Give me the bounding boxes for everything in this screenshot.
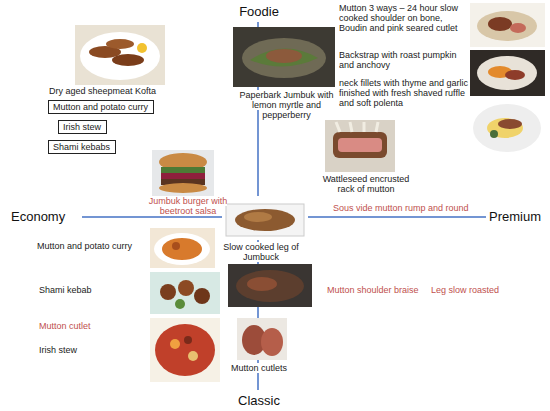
label-frame: Jumbuk burger with beetroot salsa — [140, 196, 236, 216]
dish-label: Leg slow roasted — [430, 285, 504, 295]
food-photo — [150, 228, 215, 268]
dish-label: Slow cooked leg of Jumbuck — [223, 242, 299, 262]
box-text: Irish stew — [63, 122, 101, 132]
food-photo — [470, 50, 545, 96]
food-photo — [470, 99, 545, 156]
dish-label: Shami kebab — [38, 285, 96, 295]
label-frame: Paperbark Jumbuk with lemon myrtle and p… — [228, 90, 345, 120]
food-photo — [470, 3, 545, 47]
dish-label: Dry aged sheepmeat Kofta — [48, 86, 161, 96]
dish-label: Mutton cutlet — [38, 321, 95, 331]
axis-label: Classic — [238, 393, 280, 408]
food-photo — [152, 150, 214, 196]
dish-label: Sous vide mutton rump and round — [332, 203, 473, 213]
dish-label: neck fillets with thyme and garlic finis… — [338, 78, 470, 108]
food-photo — [233, 27, 335, 87]
food-photo — [228, 264, 312, 307]
dish-label: Paperbark Jumbuk with lemon myrtle and p… — [239, 90, 333, 120]
dish-label: Mutton shoulder braise — [326, 285, 423, 295]
label-frame: Slow cooked leg of Jumbuck — [218, 242, 304, 262]
box-text: Mutton and potato curry — [53, 102, 148, 112]
label-frame: Wattleseed encrusted rack of mutton — [318, 174, 414, 194]
axis-label: Economy — [10, 209, 70, 224]
label-frame: Mutton cutlets — [222, 363, 296, 373]
food-photo — [75, 25, 165, 85]
food-photo — [237, 318, 287, 360]
box-text: Shami kebabs — [53, 142, 110, 152]
food-photo — [222, 196, 308, 240]
label-frame: Classic — [223, 393, 295, 408]
dish-label: Wattleseed encrusted rack of mutton — [323, 174, 410, 194]
boxed-label: Irish stew — [58, 120, 107, 134]
dish-label: Mutton and potato curry — [36, 241, 137, 251]
dish-label: Backstrap with roast pumpkin and anchovy — [338, 50, 470, 70]
food-photo — [150, 318, 220, 382]
boxed-label: Mutton and potato curry — [48, 100, 154, 114]
label-frame: Foodie — [223, 4, 295, 19]
axis-label: Foodie — [239, 4, 279, 19]
axis-label: Premium — [488, 209, 546, 224]
dish-label: Mutton cutlets — [231, 363, 287, 373]
dish-label: Irish stew — [38, 345, 82, 355]
boxed-label: Shami kebabs — [48, 140, 116, 154]
food-photo — [325, 120, 395, 172]
dish-label: Jumbuk burger with beetroot salsa — [149, 196, 228, 216]
dish-label: Mutton 3 ways – 24 hour slow cooked shou… — [338, 3, 470, 33]
food-photo — [150, 272, 220, 314]
